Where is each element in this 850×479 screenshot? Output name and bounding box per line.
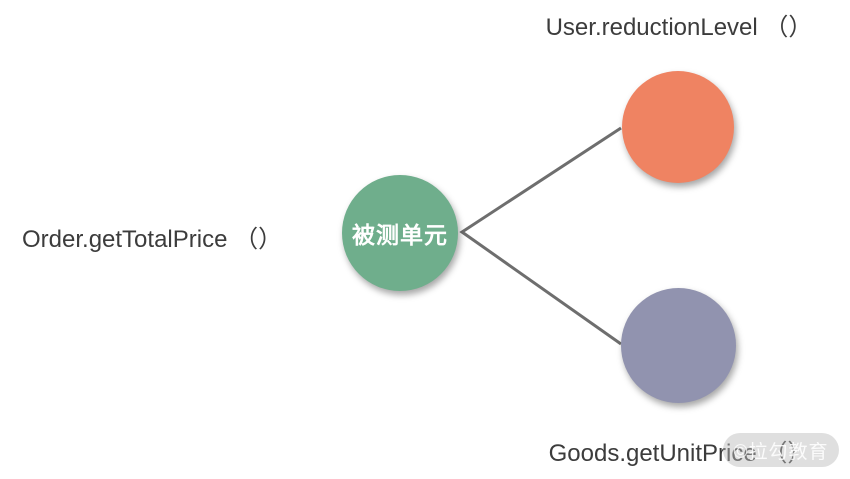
- caption-goods-get-unit-price: Goods.getUnitPrice （）: [548, 440, 812, 467]
- node-unit-under-test: 被测单元: [342, 175, 458, 291]
- watermark-badge: ©拉勾教育: [723, 433, 839, 467]
- caption-order-get-total-price: Order.getTotalPrice （）: [22, 226, 283, 253]
- node-user-reduction-level: [622, 71, 734, 183]
- node-goods-get-unit-price: [621, 288, 736, 403]
- edge-polyline: [459, 126, 622, 346]
- node-unit-under-test-label: 被测单元: [352, 222, 448, 248]
- caption-user-reduction-level: User.reductionLevel （）: [545, 14, 813, 41]
- watermark-text: ©拉勾教育: [733, 441, 829, 463]
